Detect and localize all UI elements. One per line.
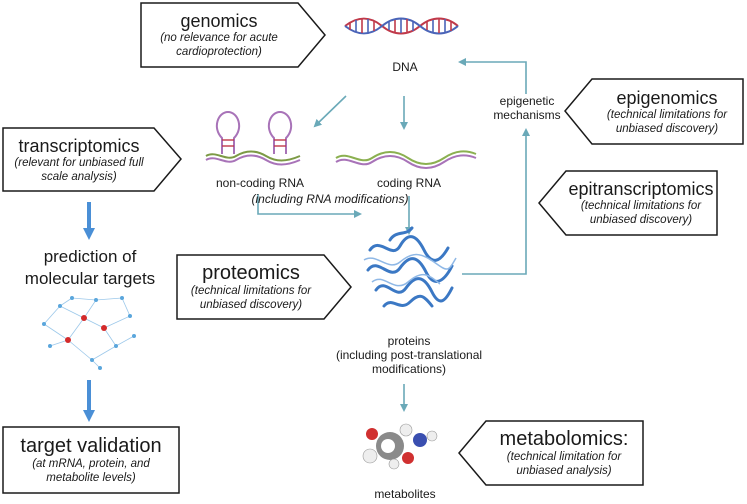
epigenetic-label-1: epigenetic [499, 94, 555, 108]
target-validation-note-1: (at mRNA, protein, and [32, 458, 150, 470]
target-validation-note-2: metabolite levels) [46, 472, 136, 484]
proteins-label-1: proteins [387, 334, 431, 348]
epigenomics-note-2: unbiased discovery) [615, 122, 719, 135]
transcriptomics-note-2: scale analysis) [41, 170, 117, 183]
genomics-title: genomics [180, 11, 258, 31]
prediction-label-1: prediction of [43, 247, 137, 266]
proteomics-box: proteomics (technical limitations for un… [176, 254, 352, 320]
metabolomics-title: metabolomics: [499, 428, 629, 450]
proteins-label-3: modifications) [371, 362, 447, 376]
coding-rna-label: coding RNA [376, 176, 442, 190]
target-validation-title: target validation [20, 435, 162, 457]
transcriptomics-box: transcriptomics (relevant for unbiased f… [2, 127, 182, 192]
metabolomics-box: metabolomics: (technical limitation for … [458, 420, 644, 486]
proteins-label-2: (including post-translational [335, 348, 483, 362]
transcriptomics-note-1: (relevant for unbiased full [14, 156, 144, 169]
metabolomics-note-2: unbiased analysis) [516, 465, 612, 477]
arrow-dna-to-noncoding [313, 95, 347, 128]
epitranscriptomics-title: epitranscriptomics [568, 179, 714, 199]
arrow-proteins-to-epigenetic [462, 128, 530, 275]
epigenetic-label-2: mechanisms [493, 108, 561, 122]
genomics-note-1: (no relevance for acute [160, 32, 278, 44]
proteomics-title: proteomics [202, 262, 300, 284]
proteomics-note-1: (technical limitations for [190, 285, 312, 297]
metabolites-label: metabolites [374, 487, 436, 501]
epitranscriptomics-note-2: unbiased discovery) [589, 214, 693, 226]
proteomics-note-2: unbiased discovery) [199, 299, 303, 311]
metabolomics-note-1: (technical limitation for [506, 451, 622, 463]
prediction-label-2: molecular targets [24, 269, 156, 288]
genomics-box: genomics (no relevance for acute cardiop… [140, 2, 326, 68]
epigenomics-box: epigenomics (technical limitations for u… [564, 78, 744, 145]
epitranscriptomics-box: epitranscriptomics (technical limitation… [538, 170, 718, 236]
epitranscriptomics-note-1: (technical limitations for [580, 200, 702, 212]
target-validation-box: target validation (at mRNA, protein, and… [2, 426, 180, 494]
epigenomics-title: epigenomics [616, 87, 718, 108]
transcriptomics-title: transcriptomics [18, 135, 140, 156]
arrow-noncoding-to-proteins [257, 194, 362, 218]
epigenomics-note-1: (technical limitations for [606, 108, 728, 121]
arrow-epigenetic-to-dna [458, 58, 527, 94]
genomics-note-2: cardioprotection) [176, 46, 262, 58]
noncoding-rna-label: non-coding RNA [215, 176, 305, 190]
rna-modifications-label: (including RNA modifications) [251, 192, 409, 206]
dna-label: DNA [392, 60, 418, 74]
